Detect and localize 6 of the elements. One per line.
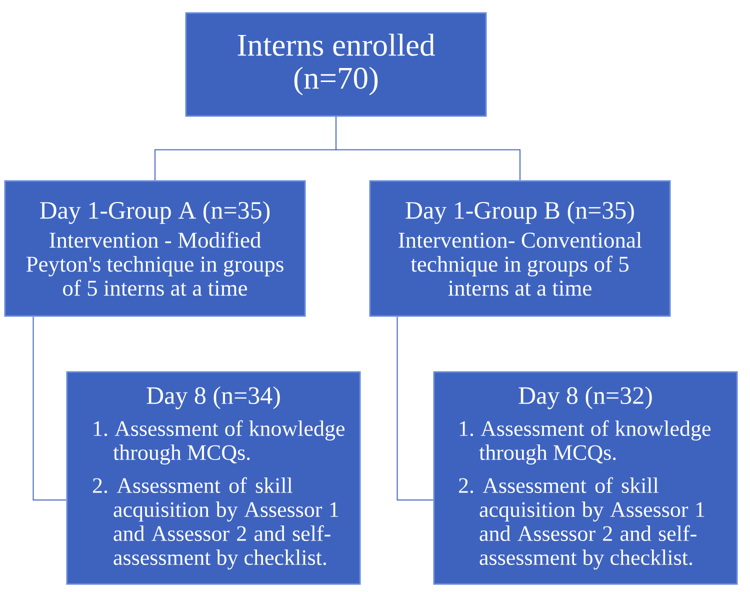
connector-line	[336, 116, 520, 181]
flow-box: Day 1-Group A (n=35) Intervention - Modified Peyton's technique in groups of 5 interns at a time	[4, 180, 306, 317]
flow-box: Interns enrolled (n=70)	[185, 12, 487, 117]
flow-box: Day 1-Group B (n=35) Intervention- Conventional technique in groups of 5 interns at a time	[369, 180, 671, 317]
flow-box: Day 8 (n=34) 1. Assessment of knowledge through MCQs. 2. Assessment of skill acquisition by Assessor 1 and Assessor 2 and self-assessment by checklist.	[66, 371, 361, 585]
flow-box: Day 8 (n=32) 1. Assessment of knowledge through MCQs. 2. Assessment of skill acquisition by Assessor 1 and Assessor 2 and self-assessment by checklist.	[433, 371, 738, 585]
